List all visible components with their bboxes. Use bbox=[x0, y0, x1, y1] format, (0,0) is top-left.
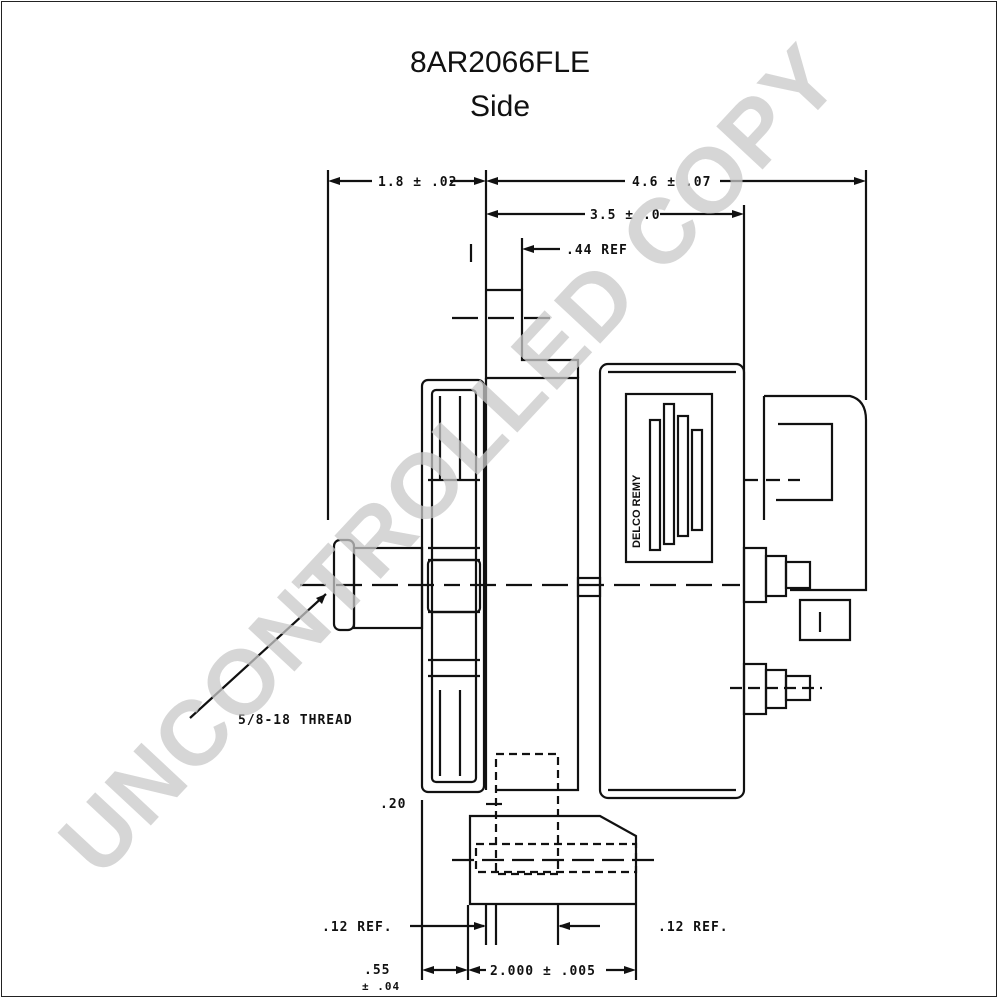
pulley-hub bbox=[352, 546, 424, 630]
terminal-stud bbox=[742, 546, 768, 604]
dim-020: .20 bbox=[380, 797, 406, 812]
thread-label: 5/8-18 THREAD bbox=[238, 713, 353, 728]
arrow-heads bbox=[316, 177, 866, 974]
brand-label: DELCO REMY bbox=[631, 474, 643, 548]
dim-012-right: .12 REF. bbox=[658, 920, 729, 935]
rear-housing bbox=[598, 362, 746, 800]
nameplate bbox=[624, 392, 714, 564]
dim-012-left: .12 REF. bbox=[322, 920, 393, 935]
dim-044-ref: .44 REF bbox=[566, 243, 628, 258]
part-number-title: 8AR2066FLE bbox=[409, 46, 591, 79]
dim-1-8: 1.8 ± .02 bbox=[378, 175, 457, 190]
dim-055: .55 bbox=[364, 963, 390, 978]
dim-2000: 2.000 ± .005 bbox=[490, 964, 596, 979]
dim-3-5: 3.5 ± .0 bbox=[590, 208, 661, 223]
watermark: UNCONTROLLED COPY bbox=[40, 25, 859, 893]
regulator-box bbox=[764, 394, 868, 592]
view-subtitle: Side bbox=[469, 90, 531, 123]
dim-004: ± .04 bbox=[362, 980, 400, 993]
dim-4-6: 4.6 ± .07 bbox=[632, 175, 711, 190]
mounting-ear bbox=[486, 288, 580, 378]
